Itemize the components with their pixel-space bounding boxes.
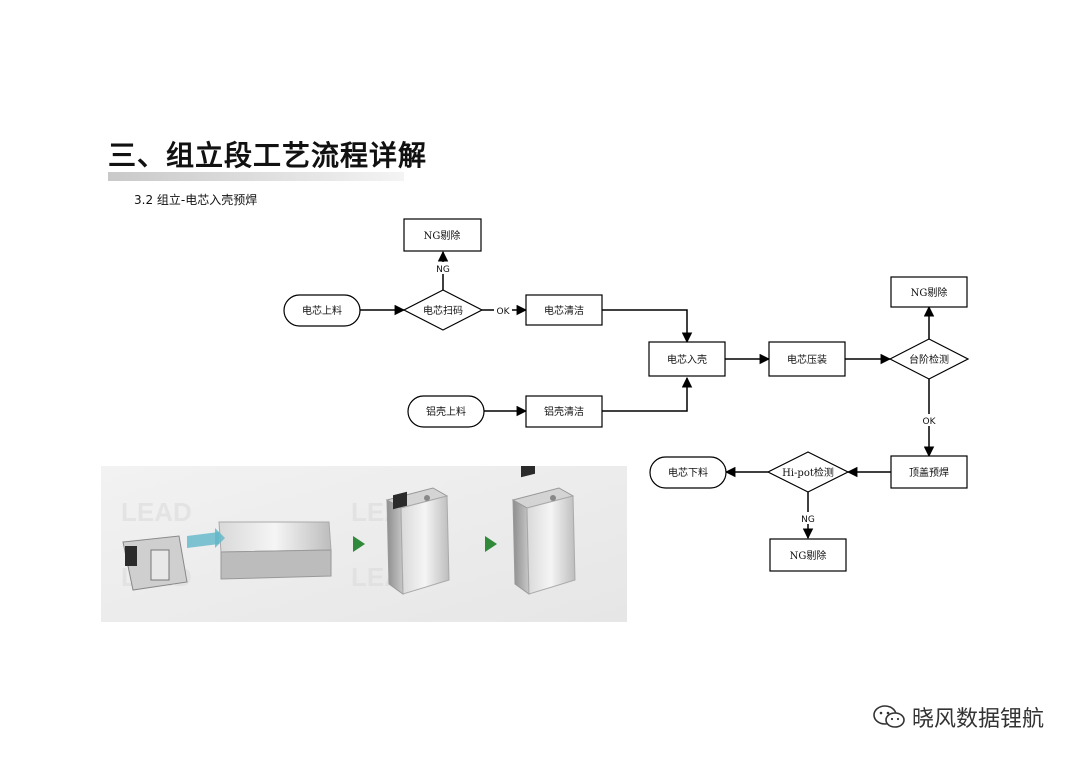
node-shell-clean-label: 铝壳清洁 xyxy=(544,405,584,418)
node-cell-insert-label: 电芯入壳 xyxy=(667,353,707,366)
arrow-right-icon xyxy=(485,536,497,552)
node-cell-unload xyxy=(649,456,727,489)
node-cell-clean-label: 电芯清洁 xyxy=(544,304,584,317)
label-ng-2: NG xyxy=(801,515,815,525)
node-cell-clean xyxy=(525,294,603,326)
node-ng-reject-1-label: NG剔除 xyxy=(424,229,461,242)
node-cell-press-label: 电芯压装 xyxy=(787,353,827,366)
edge-clean-to-insert xyxy=(602,309,693,344)
node-shell-load-label: 铝壳上料 xyxy=(426,405,466,418)
process-illustration: LEAD LEAD LEAD LEAD xyxy=(101,466,627,622)
node-top-cover-weld-label: 顶盖预焊 xyxy=(909,466,949,479)
node-ng-reject-2 xyxy=(890,276,968,308)
cell-with-shell-icon xyxy=(122,521,332,591)
node-top-cover-weld xyxy=(890,455,968,489)
node-ng-reject-1 xyxy=(403,218,482,252)
title-underline xyxy=(108,172,404,181)
node-ng-reject-3 xyxy=(769,538,847,572)
node-hipot-check xyxy=(766,451,850,493)
node-ng-reject-3-label: NG剔除 xyxy=(790,549,827,562)
node-ng-reject-2-label: NG剔除 xyxy=(911,286,948,299)
node-shell-clean xyxy=(525,395,603,428)
node-cell-scan xyxy=(402,289,484,331)
node-cell-load xyxy=(283,294,361,327)
node-hipot-check-label: Hi-pot检测 xyxy=(782,466,834,479)
node-shell-load xyxy=(407,395,485,428)
cell-in-shell-icon xyxy=(385,487,450,595)
node-cell-insert xyxy=(648,341,726,377)
label-ok-2: OK xyxy=(923,417,937,427)
page-title: 三、组立段工艺流程详解 xyxy=(108,139,428,172)
watermark: 晓风数据锂航 xyxy=(872,701,1044,733)
svg-text:LEAD: LEAD xyxy=(121,497,192,527)
arrow-right-icon xyxy=(353,536,365,552)
section-subtitle: 3.2 组立-电芯入壳预焊 xyxy=(134,193,258,207)
watermark-text: 晓风数据锂航 xyxy=(911,707,1044,732)
node-cell-load-label: 电芯上料 xyxy=(302,304,342,317)
wechat-icon xyxy=(873,705,905,728)
finished-cell-icon xyxy=(511,466,576,595)
edge-shellclean-to-insert xyxy=(602,376,693,412)
node-step-check xyxy=(888,338,970,380)
node-cell-scan-label: 电芯扫码 xyxy=(423,304,463,317)
node-cell-press xyxy=(768,341,846,377)
label-ng-1: NG xyxy=(436,265,450,275)
node-cell-unload-label: 电芯下料 xyxy=(668,466,708,479)
edge-labels: NG OK OK NG xyxy=(435,262,938,525)
label-ok-1: OK xyxy=(497,307,511,317)
node-step-check-label: 台阶检测 xyxy=(909,353,949,366)
